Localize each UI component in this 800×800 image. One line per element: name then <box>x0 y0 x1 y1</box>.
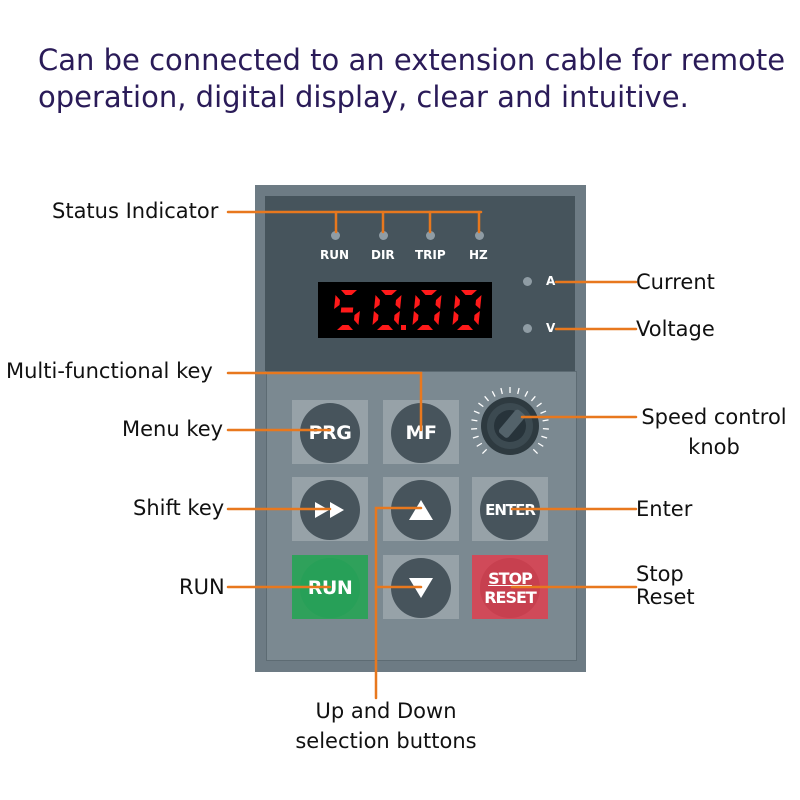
knob-tick <box>476 442 483 447</box>
knob-tick <box>478 402 484 408</box>
display-segment <box>434 311 440 325</box>
display-segment <box>435 295 442 309</box>
voltage-led <box>523 324 532 333</box>
display-segment <box>412 311 419 325</box>
mf-callout-line <box>226 371 423 432</box>
display-segment <box>381 290 397 295</box>
up-button[interactable] <box>391 480 451 540</box>
display-decimal-point <box>401 325 406 330</box>
display-segment <box>337 325 353 330</box>
up-down-callout: Up and Down selection buttons <box>276 696 496 756</box>
hz-led <box>475 231 484 240</box>
mf-button-label: MF <box>405 422 437 444</box>
display-segment <box>394 311 400 325</box>
speed-control-knob[interactable] <box>468 384 552 468</box>
display-segment <box>341 290 357 295</box>
knob-icon <box>471 387 549 455</box>
speed-control-line-2: knob <box>688 435 740 459</box>
voltage-indicator-label: V <box>546 321 556 335</box>
knob-tick <box>540 410 547 414</box>
status-indicator-callout: Status Indicator <box>52 199 219 223</box>
menu-key-callout: Menu key <box>122 417 224 441</box>
knob-tick <box>542 419 549 422</box>
voltage-callout: Voltage <box>636 317 715 341</box>
reset-label: RESET <box>484 588 537 607</box>
display-segment <box>417 325 433 330</box>
up-arrow-icon <box>409 500 433 520</box>
display-segment <box>340 307 354 313</box>
display-segment <box>461 290 477 295</box>
knob-tick <box>541 435 548 439</box>
current-led <box>523 277 532 286</box>
prg-button-label: PRG <box>308 422 352 444</box>
display-segment <box>334 295 340 309</box>
heading-line-2: operation, digital display, clear and in… <box>38 80 689 114</box>
current-indicator-label: A <box>546 274 556 288</box>
knob-tick <box>472 435 479 439</box>
run-led <box>331 231 340 240</box>
trip-led <box>426 231 435 240</box>
down-button[interactable] <box>391 558 451 618</box>
up-down-line-1: Up and Down <box>315 699 457 723</box>
enter-callout: Enter <box>636 497 693 521</box>
up-callout-line <box>374 506 423 700</box>
stop-label: STOP <box>488 569 533 588</box>
enter-button-label: ENTER <box>485 501 536 519</box>
knob-tick <box>532 448 539 455</box>
speed-control-callout: Speed control knob <box>634 404 794 460</box>
heading: Can be connected to an extension cable f… <box>38 42 786 116</box>
knob-tick <box>536 402 542 408</box>
knob-tick <box>481 448 488 455</box>
hz-indicator-label: HZ <box>469 248 488 262</box>
speed-control-line-1: Speed control <box>641 405 787 429</box>
dir-indicator-label: DIR <box>371 248 395 262</box>
display-segment <box>452 311 459 325</box>
display-segment <box>475 295 482 309</box>
trip-indicator-label: TRIP <box>415 248 446 262</box>
heading-line-1: Can be connected to an extension cable f… <box>38 43 786 77</box>
display-segment <box>421 290 437 295</box>
stop-reset-callout: Stop Reset <box>636 563 695 609</box>
stop-reset-label: STOP RESET <box>484 569 537 607</box>
seven-segment-readout <box>334 290 482 330</box>
knob-tick <box>484 395 490 402</box>
display-segment <box>457 325 473 330</box>
display-segment <box>395 295 402 309</box>
knob-tick <box>517 387 520 395</box>
display-segment <box>414 295 420 309</box>
stop-callout-line-2: Reset <box>636 585 695 609</box>
multi-functional-key-callout: Multi-functional key <box>6 359 213 383</box>
knob-tick <box>524 390 529 397</box>
prg-button[interactable]: PRG <box>300 403 360 463</box>
run-callout: RUN <box>179 575 225 599</box>
knob-tick <box>537 442 544 447</box>
knob-tick <box>500 387 503 395</box>
display-segment <box>377 325 393 330</box>
dir-led <box>379 231 388 240</box>
run-indicator-label: RUN <box>320 248 350 262</box>
digital-display <box>318 282 492 338</box>
display-segment <box>374 295 380 309</box>
knob-tick <box>491 390 496 397</box>
display-segment <box>454 295 460 309</box>
shift-key-callout: Shift key <box>133 496 225 520</box>
stop-callout-line-1: Stop <box>636 562 684 586</box>
knob-tick <box>530 395 536 402</box>
knob-tick <box>471 419 478 422</box>
up-down-line-2: selection buttons <box>295 729 477 753</box>
current-callout: Current <box>636 270 715 294</box>
display-segment <box>354 311 360 325</box>
display-segment <box>474 311 480 325</box>
knob-tick <box>473 410 480 414</box>
display-segment <box>372 311 379 325</box>
